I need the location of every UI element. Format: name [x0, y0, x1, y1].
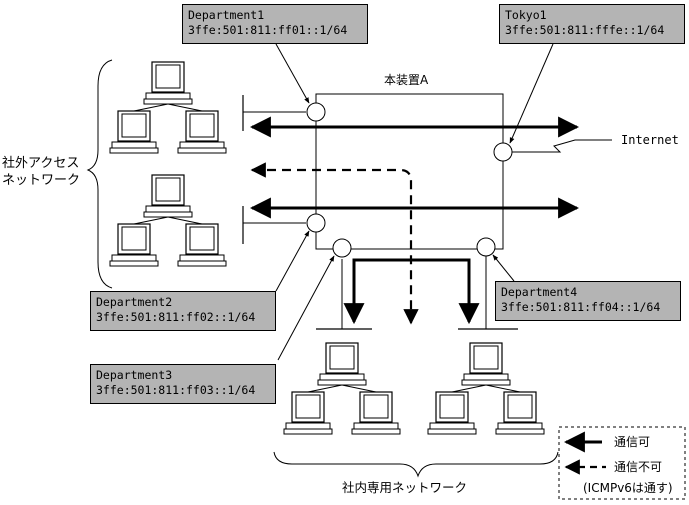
device-name: 本装置A: [384, 73, 429, 87]
denied-flow: [250, 162, 419, 325]
label-dept2-address: 3ffe:501:811:ff02::1/64: [96, 310, 256, 324]
interface-dept2: [306, 213, 326, 233]
internet-label: Internet: [621, 133, 679, 147]
label-dept1-address: 3ffe:501:811:ff01::1/64: [188, 23, 348, 37]
leader-dept3: [277, 255, 335, 361]
label-tokyo1-name: Tokyo1: [505, 8, 547, 22]
interface-dept1: [306, 102, 326, 122]
interface-dept4: [476, 237, 496, 257]
label-tokyo1-address: 3ffe:501:811:fffe::1/64: [505, 23, 665, 37]
label-tokyo1: Tokyo1 3ffe:501:811:fffe::1/64: [499, 4, 685, 44]
legend-box: [558, 426, 686, 500]
device-box: [315, 93, 504, 250]
label-dept4: Department4 3ffe:501:811:ff04::1/64: [495, 281, 681, 321]
label-dept2: Department2 3ffe:501:811:ff02::1/64: [90, 291, 276, 331]
external-pc-group-bottom: [110, 175, 226, 266]
label-dept3-name: Department3: [96, 368, 173, 382]
internal-network-label: 社内専用ネットワーク: [342, 480, 468, 495]
leader-tokyo1: [509, 43, 554, 144]
label-dept2-name: Department2: [96, 295, 173, 309]
leader-dept2: [275, 230, 310, 292]
label-dept1-name: Department1: [188, 8, 265, 22]
interface-tokyo1: [493, 142, 513, 162]
legend-allowed-label: 通信可: [614, 435, 651, 449]
external-pc-group-top: [110, 62, 226, 153]
internal-network-brace: [273, 451, 559, 478]
label-dept4-address: 3ffe:501:811:ff04::1/64: [501, 300, 661, 314]
legend-denied-label: 通信不可: [614, 460, 663, 474]
external-network-brace: [86, 59, 113, 289]
label-dept4-name: Department4: [501, 285, 578, 299]
internet-link: [512, 139, 612, 153]
label-dept1: Department1 3ffe:501:811:ff01::1/64: [182, 4, 368, 44]
interface-dept3: [332, 238, 352, 258]
internal-pc-group-right: [428, 343, 544, 434]
leader-dept1: [275, 43, 310, 104]
legend-note: (ICMPv6は通す): [583, 481, 673, 495]
leader-dept4: [492, 254, 515, 282]
label-dept3-address: 3ffe:501:811:ff03::1/64: [96, 383, 256, 397]
internal-pc-group-left: [284, 343, 400, 434]
external-network-label: 社外アクセスネットワーク: [2, 156, 81, 188]
label-dept3: Department3 3ffe:501:811:ff03::1/64: [90, 364, 276, 404]
